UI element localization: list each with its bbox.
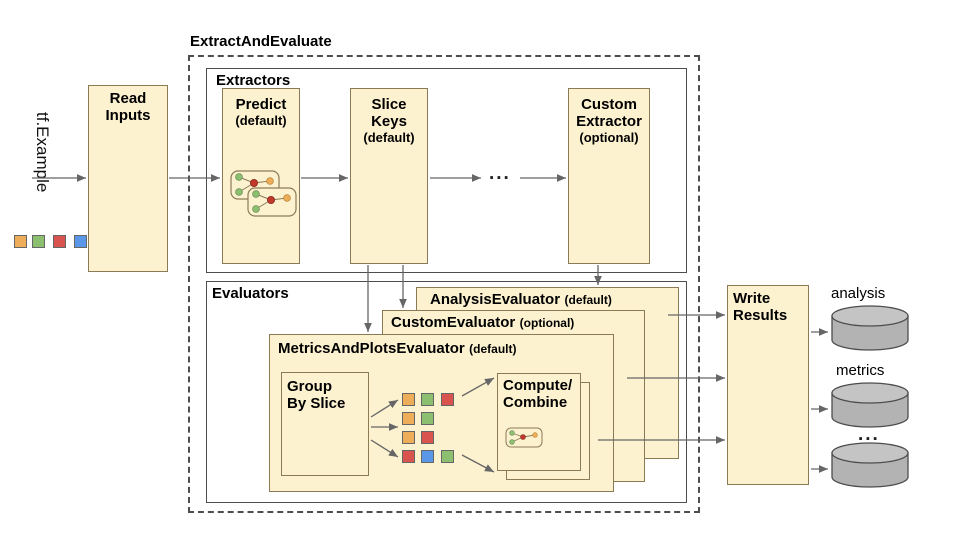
slice-cell bbox=[421, 412, 434, 425]
slice-cell bbox=[441, 393, 454, 406]
slice-cell bbox=[441, 450, 454, 463]
metrics-and-plots-evaluator-qualifier: (default) bbox=[469, 342, 517, 356]
swatch-orange bbox=[14, 235, 27, 248]
custom-evaluator-name: CustomEvaluator bbox=[391, 314, 516, 331]
write-results-line1: Write bbox=[733, 290, 771, 307]
slice-keys-line1: Slice bbox=[371, 96, 407, 113]
more-stores[interactable] bbox=[830, 442, 920, 495]
metrics-store-label: metrics bbox=[836, 362, 885, 379]
custom-extractor-line2: Extractor bbox=[576, 113, 642, 130]
analysis-evaluator-qualifier: (default) bbox=[564, 293, 612, 307]
slice-cell bbox=[421, 450, 434, 463]
group-extract-and-evaluate bbox=[188, 55, 700, 513]
group-by-slice-line2: By Slice bbox=[287, 395, 346, 412]
node-custom-extractor[interactable] bbox=[568, 88, 650, 264]
node-write-results[interactable] bbox=[727, 285, 809, 485]
analysis-evaluator-name: AnalysisEvaluator bbox=[430, 291, 561, 308]
predict-model-icon bbox=[230, 170, 297, 217]
metrics-store[interactable] bbox=[830, 382, 920, 435]
slice-cell bbox=[421, 393, 434, 406]
group-evaluators-label: Evaluators bbox=[212, 285, 289, 302]
write-results-line2: Results bbox=[733, 307, 788, 324]
slice-cell bbox=[421, 431, 434, 444]
compute-combine-line1: Compute/ bbox=[503, 377, 573, 394]
more-stores-label: ... bbox=[858, 424, 880, 445]
slice-keys-qualifier: (default) bbox=[363, 130, 415, 145]
predict-qualifier: (default) bbox=[235, 113, 287, 128]
predict-title: Predict bbox=[235, 96, 287, 113]
group-extractors-label: Extractors bbox=[216, 72, 291, 89]
read-inputs-line1: Read Inputs bbox=[105, 90, 151, 124]
node-slice-keys[interactable] bbox=[350, 88, 428, 264]
group-extract-and-evaluate-label: ExtractAndEvaluate bbox=[190, 33, 332, 50]
node-compute-combine[interactable] bbox=[497, 373, 581, 471]
slice-keys-line2: Keys bbox=[371, 113, 407, 130]
swatch-red bbox=[53, 235, 66, 248]
metrics-and-plots-evaluator-name: MetricsAndPlotsEvaluator bbox=[278, 340, 465, 357]
slice-cell bbox=[402, 431, 415, 444]
analysis-store-label: analysis bbox=[831, 285, 886, 302]
slice-cell bbox=[402, 450, 415, 463]
node-group-by-slice[interactable] bbox=[281, 372, 369, 476]
group-by-slice-line1: Group bbox=[287, 378, 332, 395]
custom-extractor-qualifier: (optional) bbox=[579, 130, 639, 145]
extractors-ellipsis: ... bbox=[489, 163, 511, 184]
analysis-store[interactable] bbox=[830, 305, 920, 358]
custom-extractor-line1: Custom bbox=[581, 96, 637, 113]
compute-combine-line2: Combine bbox=[503, 394, 568, 411]
custom-evaluator-qualifier: (optional) bbox=[519, 316, 575, 330]
slice-cell bbox=[402, 412, 415, 425]
swatch-green bbox=[32, 235, 45, 248]
swatch-blue bbox=[74, 235, 87, 248]
slice-cell bbox=[402, 393, 415, 406]
node-read-inputs[interactable] bbox=[88, 85, 168, 272]
compute-model-icon bbox=[505, 427, 543, 448]
